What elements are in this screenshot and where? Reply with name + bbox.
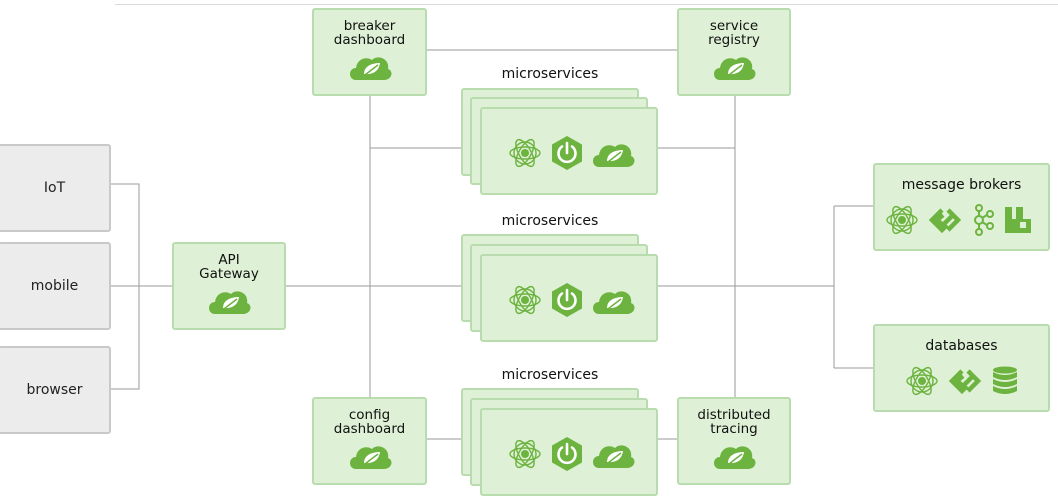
- config-dashboard-box: config dashboard: [312, 397, 427, 485]
- spring-cloud-leaf-icon: [591, 138, 635, 168]
- message-brokers-title: message brokers: [901, 177, 1022, 193]
- distributed-tracing-box: distributed tracing: [677, 397, 791, 485]
- reactor-atom-icon: [885, 203, 919, 237]
- spring-integration-icon: [945, 365, 985, 397]
- microservice-box-1: [480, 107, 658, 195]
- spring-boot-power-icon: [550, 436, 584, 472]
- client-mobile-label: mobile: [30, 278, 79, 294]
- spring-cloud-leaf-icon: [712, 51, 756, 84]
- microservices-label-3: microservices: [501, 367, 599, 383]
- microservice-box-2: [480, 254, 658, 342]
- api-gateway-box: API Gateway: [172, 242, 286, 330]
- config-line2: dashboard: [333, 421, 406, 437]
- tracing-line2: tracing: [710, 421, 758, 437]
- breaker-line2: dashboard: [333, 32, 406, 48]
- service-registry-box: service registry: [677, 8, 791, 96]
- api-gateway-line1: API: [218, 252, 240, 268]
- breaker-line1: breaker: [343, 18, 396, 34]
- databases-title: databases: [925, 338, 998, 354]
- spring-cloud-leaf-icon: [348, 51, 392, 84]
- client-mobile: mobile: [0, 242, 111, 330]
- spring-cloud-leaf-icon: [207, 285, 251, 318]
- kafka-icon: [971, 204, 995, 236]
- client-iot: IoT: [0, 144, 111, 232]
- registry-line2: registry: [708, 32, 760, 48]
- top-divider: [115, 4, 1058, 5]
- breaker-dashboard-box: breaker dashboard: [312, 8, 427, 96]
- spring-cloud-leaf-icon: [348, 440, 392, 473]
- client-browser-label: browser: [26, 382, 83, 398]
- client-iot-label: IoT: [43, 180, 66, 196]
- microservice-box-3: [480, 408, 658, 496]
- reactor-atom-icon: [508, 437, 542, 471]
- reactor-atom-icon: [508, 136, 542, 170]
- api-gateway-line2: Gateway: [199, 266, 259, 282]
- microservices-label-2: microservices: [501, 213, 599, 229]
- rabbitmq-icon: [1003, 205, 1033, 235]
- reactor-atom-icon: [905, 364, 939, 398]
- spring-cloud-leaf-icon: [591, 285, 635, 315]
- databases-box: databases: [873, 324, 1050, 412]
- spring-integration-icon: [925, 204, 965, 236]
- config-line1: config: [348, 407, 391, 423]
- spring-cloud-leaf-icon: [591, 439, 635, 469]
- spring-boot-power-icon: [550, 282, 584, 318]
- client-browser: browser: [0, 346, 111, 434]
- reactor-atom-icon: [508, 283, 542, 317]
- registry-line1: service: [709, 18, 759, 34]
- message-brokers-box: message brokers: [873, 163, 1050, 251]
- tracing-line1: distributed: [697, 407, 771, 423]
- spring-boot-power-icon: [550, 135, 584, 171]
- database-stack-icon: [991, 366, 1019, 396]
- spring-cloud-leaf-icon: [712, 440, 756, 473]
- microservices-label-1: microservices: [501, 66, 599, 82]
